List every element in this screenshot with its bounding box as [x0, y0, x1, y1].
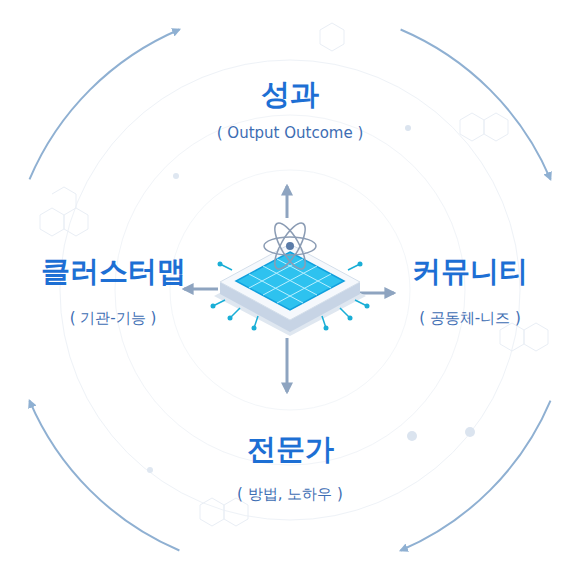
pin-dot [365, 304, 370, 309]
cycle-arrow [401, 401, 551, 551]
pin-dot [324, 326, 329, 331]
dot [465, 427, 475, 437]
section-subtitle: ( 기관-기능 ) [70, 310, 157, 327]
center-arrow [358, 292, 394, 295]
cycle-arrow [30, 401, 180, 551]
cycle-arrow [30, 30, 180, 180]
section-subtitle: ( 공동체-니즈 ) [419, 310, 521, 327]
dot [147, 467, 153, 473]
center-arrow [286, 338, 289, 392]
atom-orbit [269, 219, 311, 273]
section-subtitle: ( Output Outcome ) [217, 125, 364, 142]
pin-dot [252, 326, 257, 331]
cycle-arrow [401, 30, 551, 180]
background-ring [60, 60, 520, 520]
chip-grid [249, 259, 331, 303]
pin-dot [218, 262, 223, 267]
center-arrow [184, 288, 218, 291]
pin-dot [228, 316, 233, 321]
chip-illustration [211, 219, 370, 336]
background-ring [115, 115, 465, 465]
atom-orbit [269, 219, 311, 273]
dot [405, 125, 411, 131]
dot [407, 431, 417, 441]
section-subtitle: ( 방법, 노하우 ) [237, 486, 343, 503]
atom-nucleus [286, 242, 294, 250]
pin-dot [211, 304, 216, 309]
hexagon-texture [40, 23, 548, 526]
chip-pins [213, 264, 367, 328]
dot [173, 173, 179, 179]
atom-orbit [264, 237, 316, 255]
pin-dot [348, 316, 353, 321]
section-heading: 클러스터맵 [41, 256, 186, 288]
background-ring [170, 170, 410, 410]
section-heading: 성과 [261, 79, 319, 111]
section-heading: 전문가 [247, 434, 334, 466]
section-heading: 커뮤니티 [412, 256, 528, 288]
pin-dot [358, 262, 363, 267]
center-arrow [286, 186, 289, 218]
